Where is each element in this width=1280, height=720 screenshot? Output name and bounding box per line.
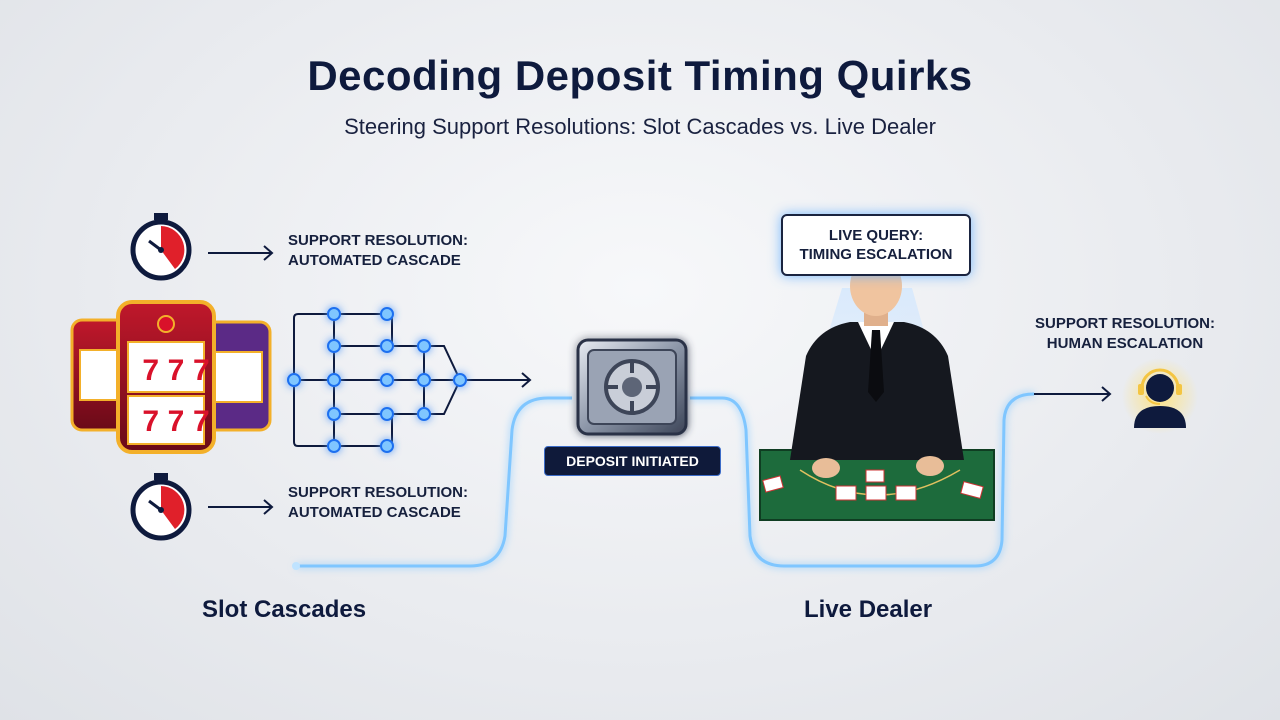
- support-agent-headset-icon: [1134, 368, 1186, 428]
- reel-symbol: 7: [192, 354, 210, 387]
- arrow-right-icon: [208, 499, 274, 515]
- live-dealer-illustration: [759, 256, 995, 521]
- resolution-type: AUTOMATED CASCADE: [288, 504, 461, 521]
- stopwatch-icon-top: [130, 213, 192, 281]
- reel-symbol: 7: [142, 354, 159, 387]
- slot-top-resolution-label: SUPPORT RESOLUTION: AUTOMATED CASCADE: [288, 231, 468, 271]
- bubble-heading: LIVE QUERY:: [828, 227, 924, 244]
- page-title: Decoding Deposit Timing Quirks: [307, 52, 973, 99]
- reel-symbol: 7: [167, 354, 185, 387]
- slot-cascades-section-label: Slot Cascades: [202, 596, 367, 623]
- arrow-right-icon: [1034, 386, 1112, 402]
- live-query-speech-bubble: LIVE QUERY: TIMING ESCALATION: [781, 214, 971, 276]
- reel-sevens-top: 7 7 7: [138, 346, 214, 396]
- slot-bottom-resolution-label: SUPPORT RESOLUTION: AUTOMATED CASCADE: [288, 483, 468, 523]
- resolution-type: HUMAN ESCALATION: [1046, 335, 1204, 352]
- reel-sevens-bottom: 7 7 7: [138, 398, 214, 446]
- page-subtitle: Steering Support Resolutions: Slot Casca…: [344, 114, 936, 139]
- resolution-type: AUTOMATED CASCADE: [288, 252, 461, 269]
- reel-symbol: 7: [192, 405, 210, 438]
- flow-line: [296, 392, 1035, 568]
- live-dealer-section-label: Live Dealer: [804, 596, 933, 623]
- reel-symbol: 7: [167, 405, 185, 438]
- flow-start-dot: [292, 562, 300, 570]
- bubble-text: TIMING ESCALATION: [799, 246, 953, 263]
- live-resolution-label: SUPPORT RESOLUTION: HUMAN ESCALATION: [1020, 314, 1230, 354]
- vault-icon: [576, 338, 688, 436]
- slot-machines-illustration: [70, 300, 272, 454]
- resolution-heading: SUPPORT RESOLUTION:: [288, 232, 469, 249]
- network-nodes: [287, 307, 467, 453]
- reel-symbol: 7: [142, 405, 159, 438]
- arrow-right-icon: [208, 245, 274, 261]
- deposit-initiated-badge: DEPOSIT INITIATED: [544, 446, 721, 476]
- resolution-heading: SUPPORT RESOLUTION:: [288, 484, 469, 501]
- stopwatch-icon-bottom: [130, 473, 192, 541]
- resolution-heading: SUPPORT RESOLUTION:: [1034, 315, 1215, 332]
